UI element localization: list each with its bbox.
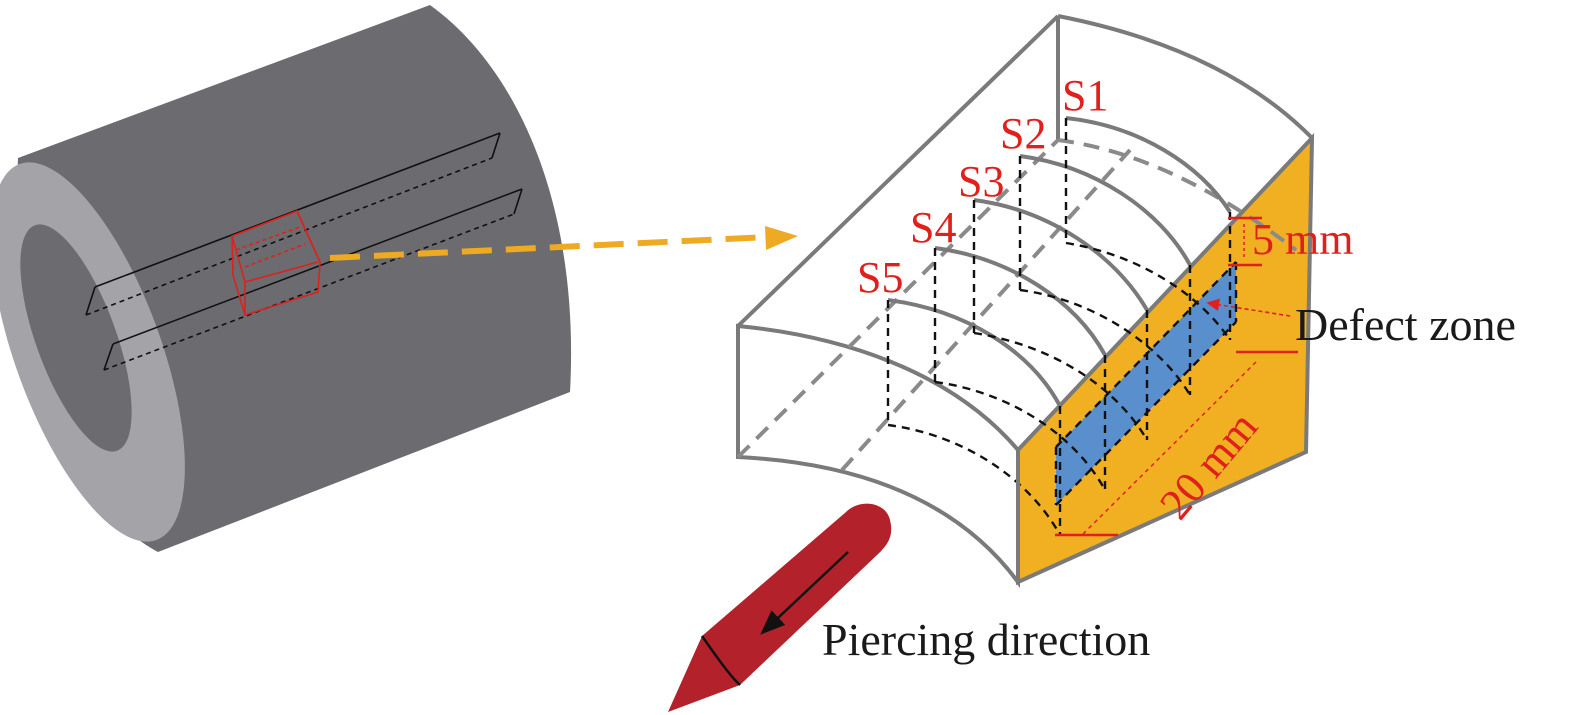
block-outline xyxy=(736,14,1314,328)
section-labels: S1 S2 S3 S4 S5 xyxy=(857,71,1108,302)
defect-zone-callout: Defect zone xyxy=(1206,298,1516,350)
billet-slice-lines xyxy=(85,132,523,371)
hidden-edges xyxy=(736,138,1298,472)
section-label-s1: S1 xyxy=(1062,71,1108,120)
section-label-s4: S4 xyxy=(910,203,956,252)
block-top xyxy=(738,16,1312,450)
section-cuts xyxy=(886,118,1232,536)
zoom-arrow xyxy=(329,226,798,261)
thickness-label: 5 mm xyxy=(1252,215,1353,264)
defect-zone-outline xyxy=(1054,261,1238,506)
piercing-direction-label: Piercing direction xyxy=(822,614,1150,665)
section-label-s2: S2 xyxy=(1000,109,1046,158)
piercer-icon xyxy=(668,503,892,712)
section-label-s3: S3 xyxy=(958,157,1004,206)
defect-zone-label: Defect zone xyxy=(1295,299,1516,350)
sample-block xyxy=(736,14,1315,589)
billet-bore xyxy=(20,224,132,452)
billet-cylinder xyxy=(0,5,572,552)
billet-sample-marker xyxy=(231,209,321,317)
thickness-dimension: 5 mm xyxy=(1228,215,1353,267)
section-label-s5: S5 xyxy=(857,253,903,302)
